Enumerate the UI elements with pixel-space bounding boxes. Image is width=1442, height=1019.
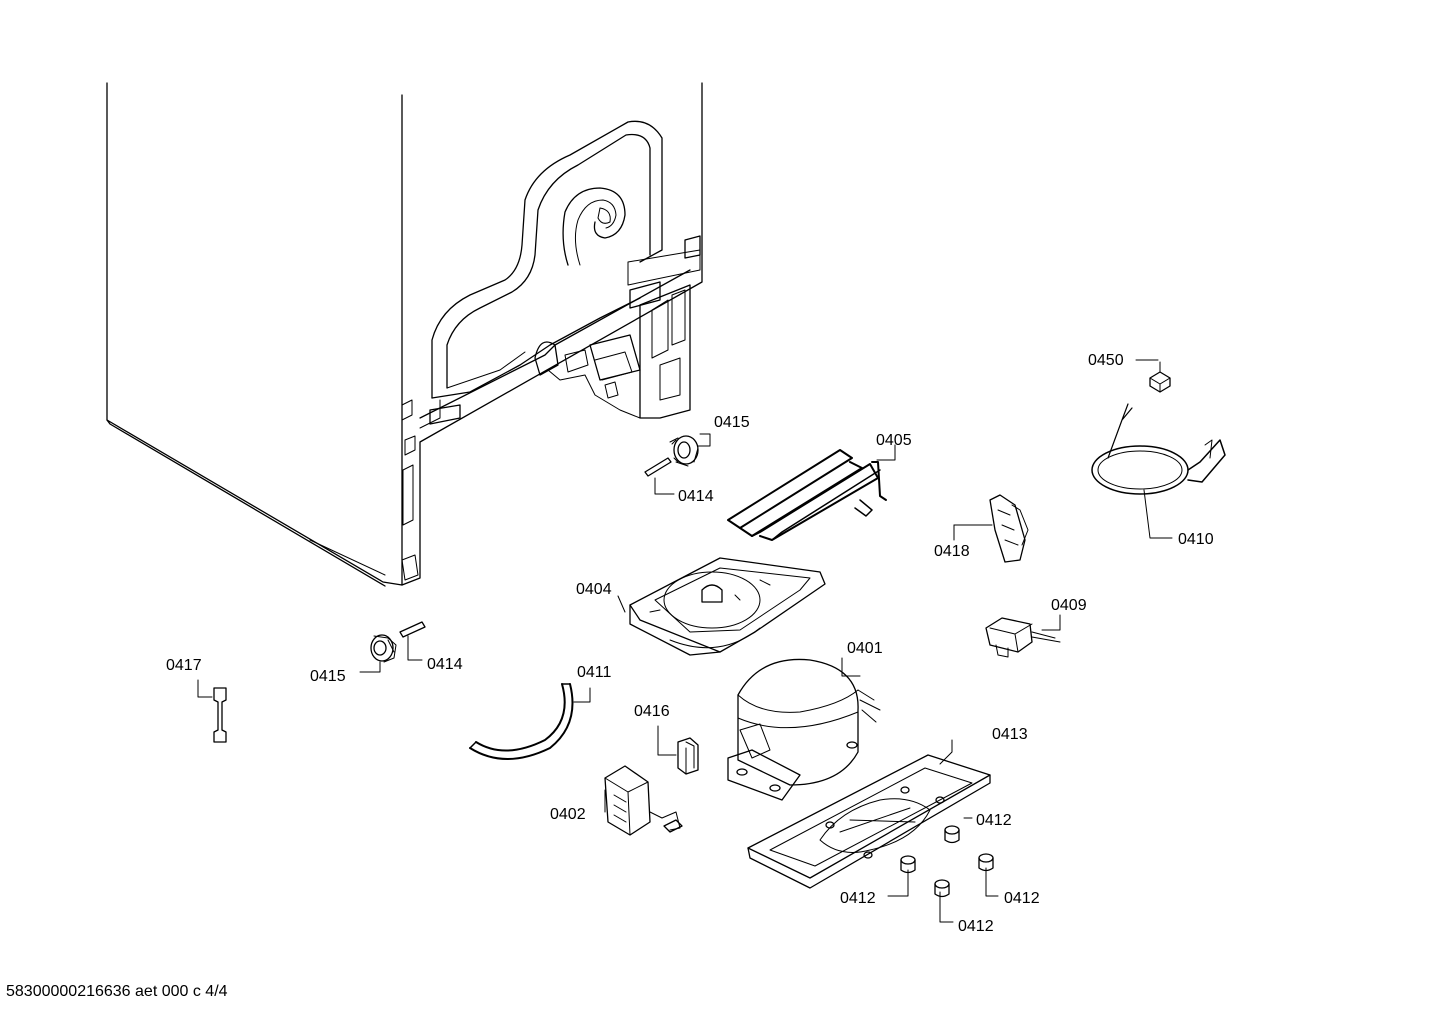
part-0401-compressor bbox=[727, 658, 881, 801]
label-0412-b: 0412 bbox=[840, 890, 876, 907]
part-0415-wheel-lower bbox=[370, 634, 397, 663]
part-0413-base-plate bbox=[747, 754, 991, 889]
label-0402: 0402 bbox=[550, 806, 586, 823]
part-0412-foot-c bbox=[934, 879, 950, 898]
part-0409-connector bbox=[985, 617, 1061, 658]
label-0417: 0417 bbox=[166, 657, 202, 674]
label-0414-upper: 0414 bbox=[678, 488, 714, 505]
part-0416-relay bbox=[677, 737, 699, 775]
label-0405: 0405 bbox=[876, 432, 912, 449]
label-0416: 0416 bbox=[634, 703, 670, 720]
label-0413: 0413 bbox=[992, 726, 1028, 743]
part-0411-hose bbox=[469, 683, 574, 760]
part-0415-wheel-upper bbox=[669, 435, 699, 467]
label-0450: 0450 bbox=[1088, 352, 1124, 369]
label-0404: 0404 bbox=[576, 581, 612, 598]
label-0410: 0410 bbox=[1178, 531, 1214, 548]
part-0412-foot-a bbox=[944, 825, 960, 844]
leader-lines bbox=[197, 359, 1173, 923]
label-0415-upper: 0415 bbox=[714, 414, 750, 431]
label-0409: 0409 bbox=[1051, 597, 1087, 614]
part-0410-power-cord bbox=[1091, 403, 1226, 495]
label-0414-lower: 0414 bbox=[427, 656, 463, 673]
label-0411: 0411 bbox=[577, 664, 612, 681]
part-0404-drip-tray bbox=[629, 557, 826, 656]
label-0412-c: 0412 bbox=[958, 918, 994, 935]
part-0402-module bbox=[604, 765, 683, 836]
label-0418: 0418 bbox=[934, 543, 970, 560]
part-0417-spacer bbox=[213, 687, 227, 743]
document-footer-id: 58300000216636 aet 000 c 4/4 bbox=[6, 983, 228, 1000]
part-0450-cap bbox=[1149, 371, 1171, 393]
label-0412-d: 0412 bbox=[1004, 890, 1040, 907]
part-0414-pin-lower bbox=[399, 621, 426, 638]
label-0412-a: 0412 bbox=[976, 812, 1012, 829]
part-0414-pin-upper bbox=[644, 457, 672, 477]
label-0415-lower: 0415 bbox=[310, 668, 346, 685]
part-labels: 0450 0415 0405 0414 0410 0418 0404 0409 … bbox=[166, 352, 1214, 935]
fridge-cabinet bbox=[106, 82, 703, 587]
part-0418-bracket bbox=[989, 494, 1029, 563]
label-0401: 0401 bbox=[847, 640, 883, 657]
part-0405-coil bbox=[727, 449, 887, 541]
